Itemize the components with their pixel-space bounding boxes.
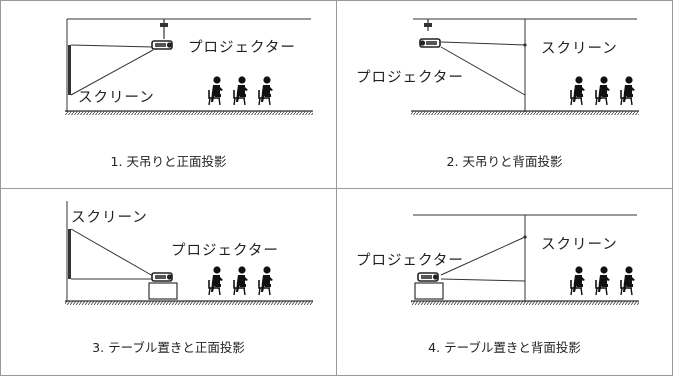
audience-person-icon [233, 265, 249, 296]
panel-table-rear: スクリーン プロジェクター 4. テーブル置きと背面投影 [336, 188, 673, 376]
projector-icon [419, 38, 441, 48]
beam-top [440, 236, 526, 276]
diagram-table-front [65, 201, 313, 305]
beam-bottom [440, 278, 526, 282]
panel-caption: 1. 天吊りと正面投影 [110, 154, 227, 169]
panel-caption: 4. テーブル置きと背面投影 [428, 340, 581, 355]
audience-person-icon [233, 75, 249, 106]
projector-label: プロジェクター [356, 253, 464, 269]
beam-bottom [440, 46, 526, 96]
screen-label: スクリーン [541, 237, 618, 253]
screen-surface [68, 45, 71, 95]
floor-hatch [411, 301, 639, 305]
projector-label: プロジェクター [188, 40, 296, 56]
screen-surface [68, 229, 71, 279]
screen-label: スクリーン [78, 90, 155, 106]
projector-icon [417, 272, 439, 282]
projector-icon [151, 40, 173, 50]
panel-ceiling-rear: スクリーン プロジェクター 2. 天吊りと背面投影 [336, 0, 673, 189]
panel-ceiling-front: プロジェクター スクリーン 1. 天吊りと正面投影 [0, 0, 337, 189]
floor-hatch [65, 111, 313, 115]
projector-label: プロジェクター [356, 70, 464, 86]
audience-person-icon [570, 75, 586, 106]
audience-person-icon [595, 75, 611, 106]
panel-caption: 3. テーブル置きと正面投影 [92, 340, 245, 355]
diagram-ceiling-front [65, 18, 313, 115]
floor-hatch [65, 301, 313, 305]
beam-top [70, 44, 154, 48]
projector-icon [151, 272, 173, 282]
audience-person-icon [258, 265, 274, 296]
floor-hatch [411, 111, 639, 115]
beam-top [440, 41, 526, 46]
audience-person-icon [208, 265, 224, 296]
table-icon [148, 282, 178, 300]
diagram-ceiling-rear [411, 18, 639, 115]
projector-label: プロジェクター [171, 243, 279, 259]
screen-label: スクリーン [541, 41, 618, 57]
audience-person-icon [570, 265, 586, 296]
beam-bottom [70, 49, 154, 96]
panel-caption: 2. 天吊りと背面投影 [446, 154, 563, 169]
beam-top [70, 228, 154, 277]
audience-person-icon [620, 265, 636, 296]
audience-person-icon [258, 75, 274, 106]
audience-person-icon [595, 265, 611, 296]
diagram-table-rear [411, 214, 639, 305]
audience-person-icon [208, 75, 224, 106]
audience-person-icon [620, 75, 636, 106]
screen-label: スクリーン [71, 210, 148, 226]
panel-table-front: スクリーン プロジェクター 3. テーブル置きと正面投影 [0, 188, 337, 376]
table-icon [414, 282, 444, 300]
